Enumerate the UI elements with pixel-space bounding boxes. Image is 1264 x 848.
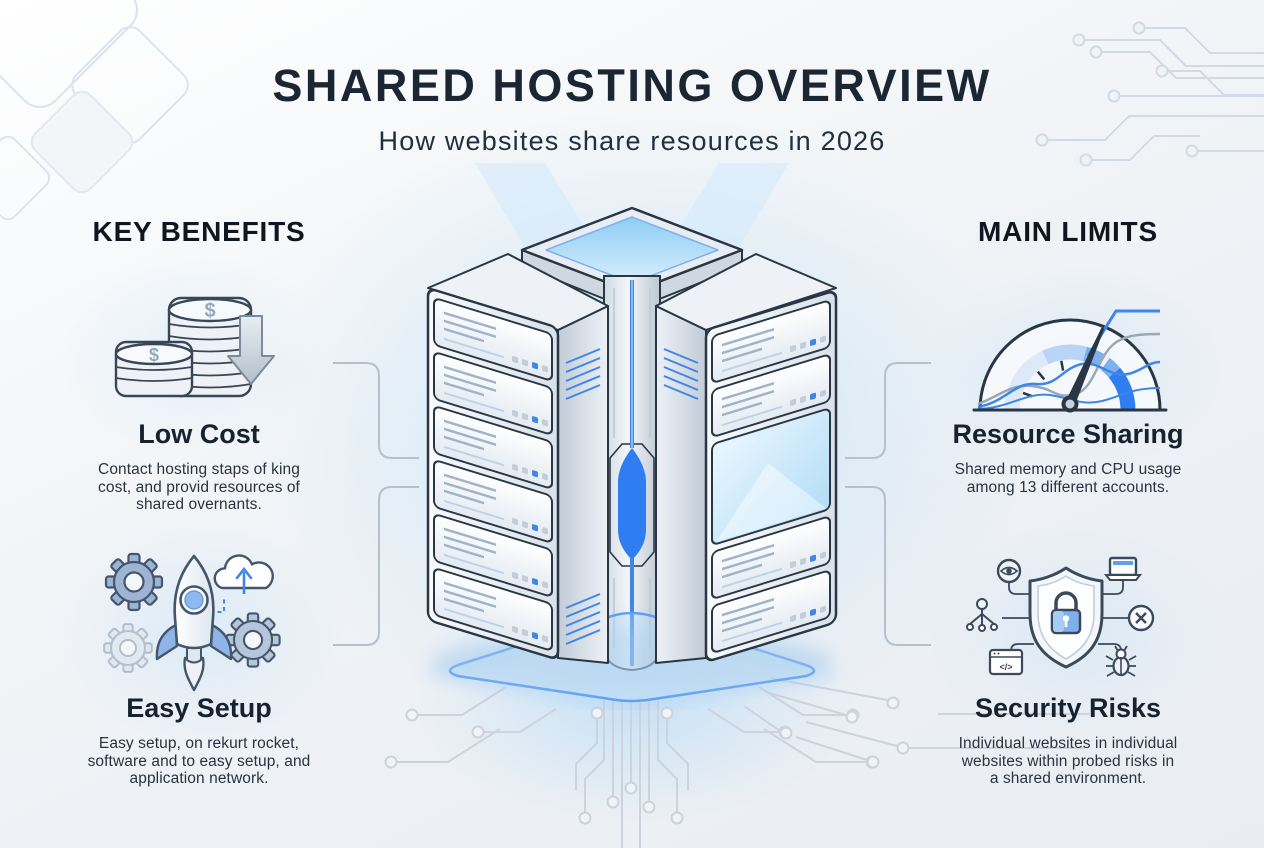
data-core xyxy=(618,448,646,560)
server-tower-right xyxy=(655,253,838,664)
rocket-launch-gears-icon xyxy=(103,552,281,692)
corner-diamonds xyxy=(0,0,189,221)
gear-icon xyxy=(225,612,281,668)
shield-lock-icon: </> xyxy=(966,556,1155,677)
benefit-title: Easy Setup xyxy=(126,693,272,723)
svg-text:</>: </> xyxy=(999,662,1012,672)
gauge-needle xyxy=(1065,327,1105,406)
gear-icon xyxy=(103,623,153,673)
code-window-icon: </> xyxy=(988,648,1024,676)
gear-icon xyxy=(104,552,164,612)
limit-item-resource-sharing: Resource Sharing Shared memory and CPU u… xyxy=(903,419,1233,496)
coins-discount-icon: $ $ xyxy=(114,296,275,398)
main-limits-section: MAIN LIMITS xyxy=(903,216,1233,248)
benefit-item-easy-setup: Easy Setup Easy setup, on rekurt rocket,… xyxy=(34,693,364,788)
key-benefits-heading: KEY BENEFITS xyxy=(92,216,306,247)
key-benefits-section: KEY BENEFITS xyxy=(34,216,364,248)
benefit-description: Easy setup, on rekurt rocket, software a… xyxy=(87,735,311,787)
circuit-traces-top-right xyxy=(1035,21,1264,167)
limit-title: Security Risks xyxy=(974,693,1162,723)
x-circle-icon xyxy=(1127,604,1155,632)
main-limits-heading: MAIN LIMITS xyxy=(978,216,1158,247)
svg-text:$: $ xyxy=(204,300,215,322)
connector-brackets xyxy=(333,362,931,646)
glowing-screen-panel xyxy=(711,408,831,545)
limit-description: Shared memory and CPU usage among 13 dif… xyxy=(954,461,1182,496)
rocket-icon xyxy=(155,554,233,692)
limit-item-security-risks: Security Risks Individual websites in in… xyxy=(903,693,1233,788)
benefit-description: Contact hosting staps of king cost, and … xyxy=(98,461,300,513)
svg-text:$: $ xyxy=(149,345,159,365)
server-tower-left xyxy=(426,253,609,664)
limit-title: Resource Sharing xyxy=(952,419,1184,449)
laptop-icon xyxy=(1103,556,1143,581)
page-title: SHARED HOSTING OVERVIEW xyxy=(272,60,992,111)
lock-icon xyxy=(1050,591,1082,635)
limit-description: Individual websites in individual websit… xyxy=(958,735,1178,787)
benefit-title: Low Cost xyxy=(138,419,260,449)
network-nodes-icon xyxy=(966,598,998,632)
bug-icon xyxy=(1105,645,1137,677)
eye-icon xyxy=(996,558,1022,584)
vent-lines-right xyxy=(663,348,699,400)
benefit-item-low-cost: Low Cost Contact hosting staps of king c… xyxy=(34,419,364,514)
server-rack-illustration xyxy=(426,163,838,710)
speedometer-gauge-icon xyxy=(972,309,1168,413)
central-pillar xyxy=(591,275,673,672)
vent-lines-left xyxy=(565,348,601,645)
header: SHARED HOSTING OVERVIEW How websites sha… xyxy=(0,60,1264,157)
page-subtitle: How websites share resources in 2026 xyxy=(378,126,886,156)
down-arrow-icon xyxy=(227,315,275,385)
cloud-upload-icon xyxy=(210,554,274,613)
